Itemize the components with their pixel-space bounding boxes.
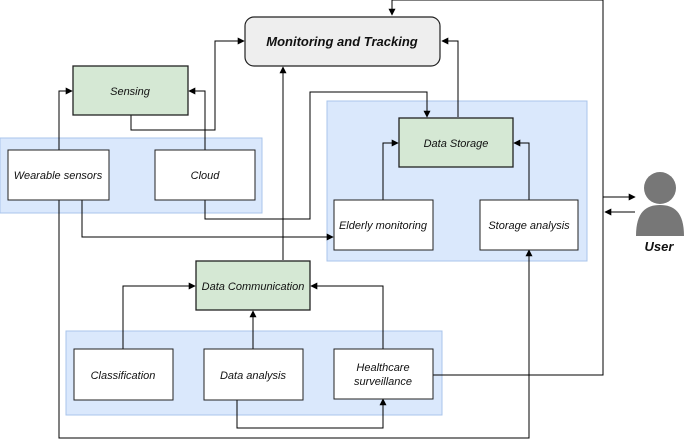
storage-analysis-label: Storage analysis (488, 220, 570, 232)
user-label: User (645, 239, 675, 254)
node-monitoring-tracking: Monitoring and Tracking (244, 16, 441, 67)
node-data-communication: Data Communication (195, 260, 311, 311)
edge-wearable-to-sensing (58, 87, 73, 150)
node-sensing: Sensing (72, 65, 189, 116)
sensing-label: Sensing (110, 86, 151, 98)
user-icon (636, 172, 684, 236)
data-analysis-label: Data analysis (220, 370, 287, 382)
healthcare-label-line2: surveillance (354, 376, 412, 388)
node-data-storage: Data Storage (398, 117, 514, 168)
title-label: Monitoring and Tracking (266, 34, 417, 49)
node-storage-analysis: Storage analysis (479, 199, 579, 251)
node-cloud: Cloud (154, 149, 256, 201)
node-healthcare-surveillance: Healthcare surveillance (333, 348, 434, 400)
edge-analysis-to-healthcare (236, 398, 387, 429)
edge-healthcare-to-communication (310, 282, 384, 349)
data-storage-label: Data Storage (424, 138, 489, 150)
node-classification: Classification (73, 348, 174, 401)
wearable-sensors-label: Wearable sensors (14, 170, 103, 182)
edge-sensing-to-monitoring (130, 37, 245, 131)
edge-wearable-to-elderly (81, 200, 334, 241)
edge-wearable-to-storageanalysis (58, 200, 533, 439)
edge-storageanalysis-to-storage (513, 139, 530, 200)
edge-cloud-to-storage (204, 91, 431, 220)
node-wearable-sensors: Wearable sensors (7, 149, 110, 201)
classification-label: Classification (91, 370, 156, 382)
edge-healthcare-to-monitoring (388, 0, 604, 376)
edge-elderly-to-storage (382, 139, 399, 200)
elderly-monitoring-label: Elderly monitoring (339, 220, 428, 232)
edge-storage-to-monitoring (441, 37, 459, 117)
edge-classification-to-communication (122, 282, 196, 349)
healthcare-label-line1: Healthcare (356, 362, 409, 374)
cloud-label: Cloud (191, 170, 221, 182)
node-data-analysis: Data analysis (203, 348, 304, 401)
data-communication-label: Data Communication (202, 281, 305, 293)
connectors (58, 0, 636, 439)
node-elderly-monitoring: Elderly monitoring (333, 199, 434, 251)
